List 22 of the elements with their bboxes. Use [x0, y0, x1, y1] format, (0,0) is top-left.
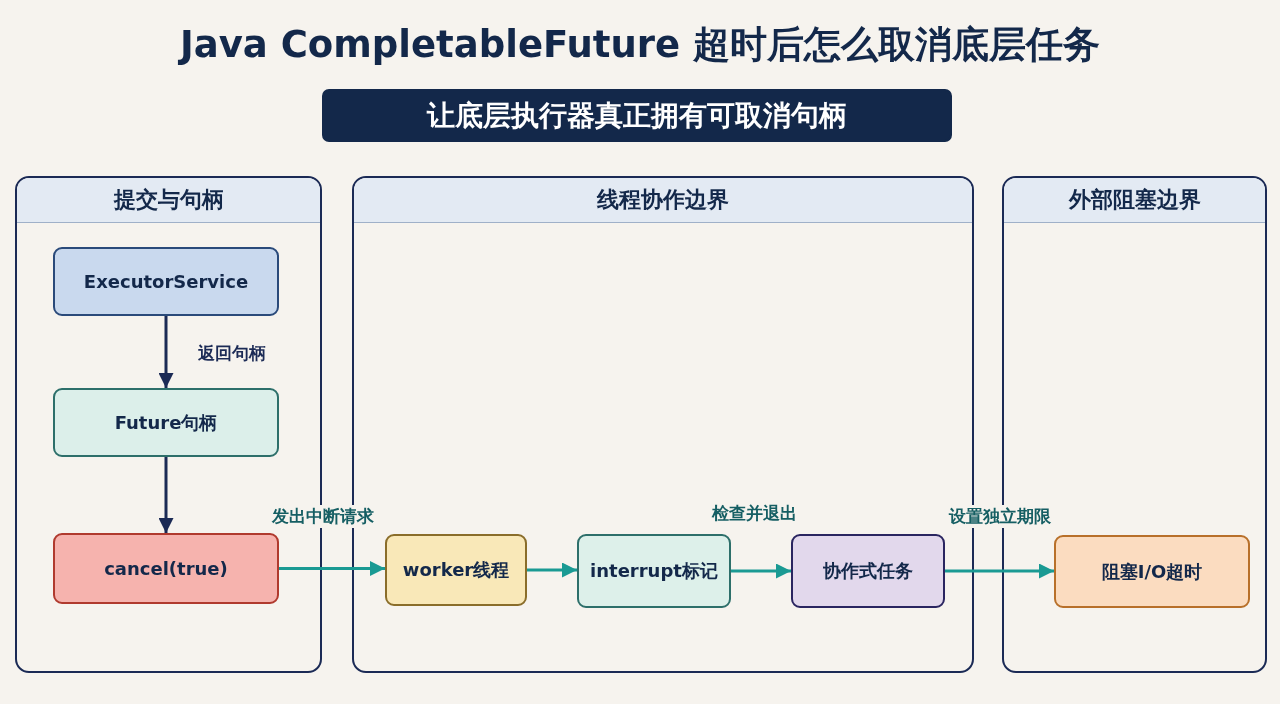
- arrow: [527, 562, 577, 578]
- lane-heading: 外部阻塞边界: [1004, 178, 1265, 223]
- edge-label: 设置独立期限: [947, 505, 1053, 528]
- process-box: 阻塞I/O超时: [1054, 535, 1250, 608]
- process-box: 协作式任务: [791, 534, 945, 608]
- arrow: [945, 563, 1054, 579]
- arrow: [158, 316, 174, 388]
- process-box: cancel(true): [53, 533, 279, 604]
- lane-heading: 线程协作边界: [354, 178, 972, 223]
- process-box: ExecutorService: [53, 247, 279, 316]
- lane-panel: [15, 176, 322, 673]
- subtitle-banner: 让底层执行器真正拥有可取消句柄: [322, 89, 952, 142]
- arrow: [279, 561, 385, 576]
- lane-heading: 提交与句柄: [17, 178, 320, 223]
- arrow: [158, 457, 174, 533]
- edge-label: 返回句柄: [196, 342, 268, 365]
- edge-label: 发出中断请求: [270, 505, 376, 528]
- process-box: interrupt标记: [577, 534, 731, 608]
- process-box: worker线程: [385, 534, 527, 606]
- process-box: Future句柄: [53, 388, 279, 457]
- arrow: [731, 563, 791, 579]
- title: Java CompletableFuture 超时后怎么取消底层任务: [177, 22, 1101, 68]
